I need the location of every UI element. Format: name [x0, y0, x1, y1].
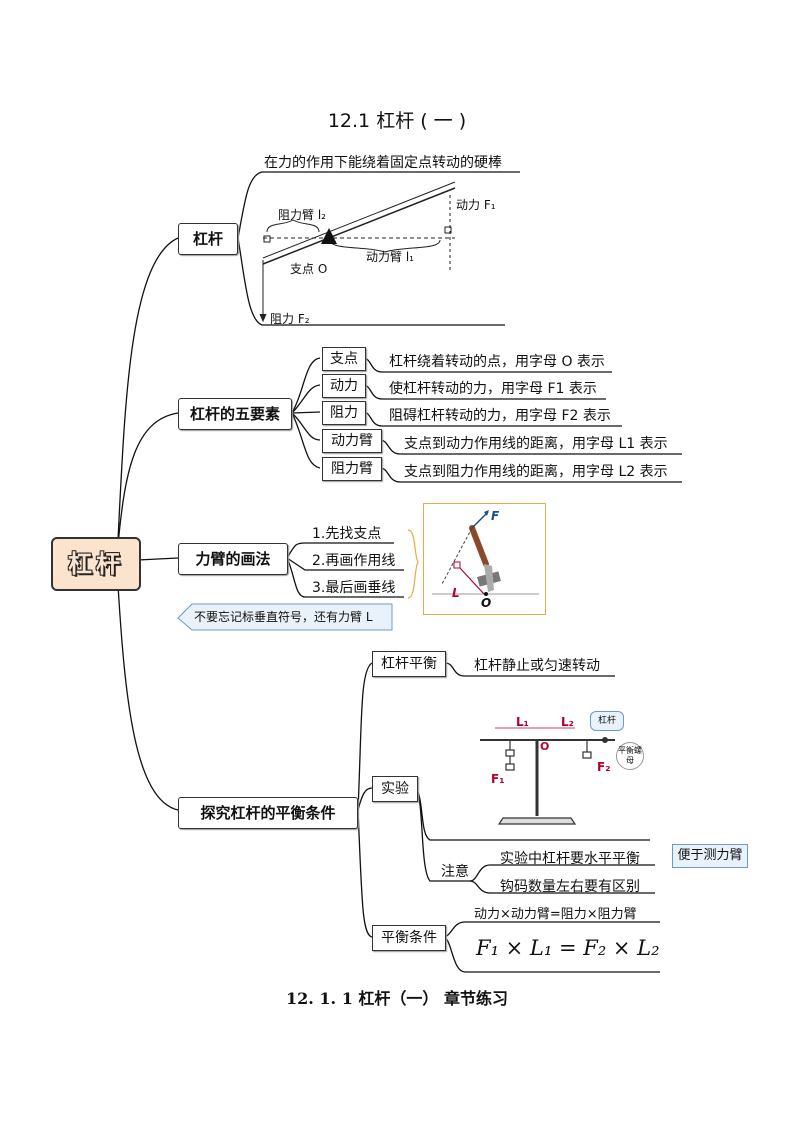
- hammer-fulcrum-label: O: [481, 596, 492, 610]
- desc-fulcrum: 杠杆绕着转动的点，用字母 O 表示: [389, 354, 605, 370]
- attention-item-2: 钩码数量左右要有区别: [500, 879, 640, 895]
- exp-F2-label: F₂: [597, 760, 611, 774]
- branch-lever[interactable]: 杠杆: [178, 223, 238, 255]
- center-node[interactable]: 杠杆: [51, 537, 141, 591]
- term-resistance[interactable]: 阻力: [322, 401, 366, 425]
- hammer-arm-label: L: [452, 586, 460, 600]
- desc-power-arm: 支点到动力作用线的距离，用字母 L1 表示: [404, 436, 668, 452]
- desc-resist-arm: 支点到阻力作用线的距离，用字母 L2 表示: [404, 464, 668, 480]
- desc-resistance: 阻碍杠杆转动的力，用字母 F2 表示: [389, 408, 611, 424]
- exp-L1-label: L₁: [516, 715, 529, 729]
- page-title: 12.1 杠杆 ( 一 ): [327, 110, 467, 132]
- measure-arm-tip: 便于测力臂: [672, 844, 748, 868]
- attention-item-1: 实验中杠杆要水平平衡: [500, 851, 640, 867]
- term-power[interactable]: 动力: [322, 374, 366, 398]
- exp-lever-callout: 杠杆: [590, 711, 624, 731]
- term-power-arm[interactable]: 动力臂: [322, 429, 382, 453]
- power-label: 动力 F₁: [456, 198, 496, 212]
- balance-desc: 杠杆静止或匀速转动: [474, 658, 600, 674]
- lever-definition: 在力的作用下能绕着固定点转动的硬棒: [264, 155, 502, 171]
- step-2: 2.再画作用线: [312, 553, 396, 569]
- exp-nut-callout: 平衡螺母: [616, 742, 644, 770]
- hammer-figure-frame: F L O: [423, 503, 546, 615]
- branch-five-elements[interactable]: 杠杆的五要素: [178, 398, 292, 430]
- exp-O-label: O: [540, 740, 550, 753]
- condition-text: 动力×动力臂=阻力×阻力臂: [474, 907, 637, 922]
- experiment-node[interactable]: 实验: [372, 776, 418, 802]
- resist-label: 阻力 F₂: [270, 312, 310, 326]
- hammer-force-label: F: [491, 509, 500, 523]
- balance-node[interactable]: 杠杆平衡: [372, 651, 446, 677]
- term-fulcrum[interactable]: 支点: [322, 347, 366, 371]
- power-arm-label: 动力臂 l₁: [366, 250, 414, 264]
- branch-arm-drawing[interactable]: 力臂的画法: [178, 543, 288, 575]
- condition-node[interactable]: 平衡条件: [372, 925, 446, 951]
- desc-power: 使杠杆转动的力，用字母 F1 表示: [389, 381, 597, 397]
- footer-section-title: 12. 1. 1 杠杆（一） 章节练习: [286, 989, 508, 1008]
- exp-F1-label: F₁: [491, 772, 505, 786]
- lever-figure: [259, 181, 456, 323]
- resist-arm-label: 阻力臂 l₂: [278, 208, 326, 222]
- hammer-figure: [432, 510, 539, 596]
- fulcrum-label: 支点 O: [290, 262, 328, 276]
- condition-formula: F₁ × L₁ = F₂ × L₂: [476, 936, 660, 960]
- branch-balance-condition[interactable]: 探究杠杆的平衡条件: [178, 797, 358, 829]
- attention-node[interactable]: 注意: [441, 864, 469, 880]
- arm-tip: 不要忘记标垂直符号，还有力臂 L: [194, 610, 373, 624]
- balance-experiment-figure: [480, 727, 615, 825]
- step-3: 3.最后画垂线: [312, 580, 396, 596]
- term-resist-arm[interactable]: 阻力臂: [322, 457, 382, 481]
- step-1: 1.先找支点: [312, 526, 382, 542]
- exp-L2-label: L₂: [561, 715, 574, 729]
